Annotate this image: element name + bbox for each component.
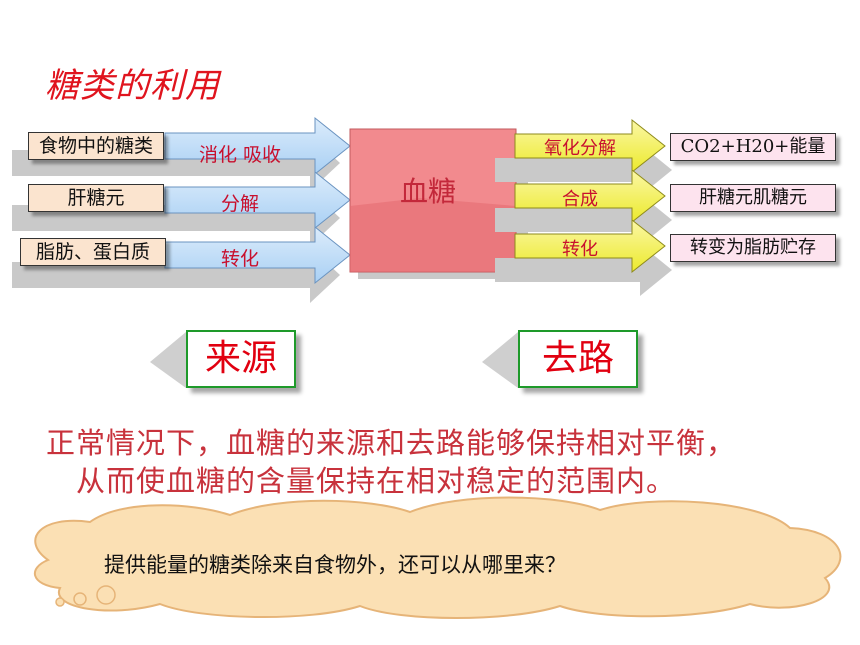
source-box-liver-glycogen: 肝糖元	[28, 184, 164, 212]
question-text: 提供能量的糖类除来自食物外，还可以从哪里来？	[104, 553, 566, 577]
label-convert-in: 转化	[220, 248, 259, 270]
thought-cloud	[33, 496, 842, 619]
label-digest-absorb: 消化 吸收	[198, 144, 282, 166]
arrow-convert-out	[514, 218, 666, 274]
blood-sugar-label: 血糖	[400, 175, 457, 208]
source-arrows	[164, 116, 351, 285]
arrow-oxidize	[514, 118, 666, 174]
dest-arrows	[514, 118, 666, 274]
source-box-food-carbs: 食物中的糖类	[28, 132, 164, 160]
arrow-decompose	[164, 170, 351, 230]
dest-box-glycogen: 肝糖元肌糖元	[670, 184, 836, 212]
arrow-digest-absorb	[164, 116, 351, 176]
arrow-convert-in	[164, 225, 351, 285]
dest-box-fat-storage: 转变为脂肪贮存	[670, 234, 836, 262]
source-role-box: 来源	[186, 330, 296, 388]
destination-role-box: 去路	[518, 330, 638, 388]
label-decompose: 分解	[220, 193, 259, 215]
page-title: 糖类的利用	[45, 66, 220, 106]
label-synthesize: 合成	[562, 189, 598, 210]
label-oxidize: 氧化分解	[544, 138, 616, 159]
paragraph-line-2: 从而使血糖的含量保持在相对稳定的范围内。	[76, 464, 677, 498]
dest-arrow-shadows	[495, 144, 672, 296]
source-box-fat-protein: 脂肪、蛋白质	[20, 238, 166, 266]
source-arrow-shadows	[12, 135, 340, 303]
paragraph-line-1: 正常情况下，血糖的来源和去路能够保持相对平衡，	[46, 426, 737, 460]
arrow-synthesize	[514, 168, 666, 224]
label-convert-out: 转化	[562, 239, 598, 260]
dest-box-energy: CO2+H20+能量	[670, 133, 836, 161]
